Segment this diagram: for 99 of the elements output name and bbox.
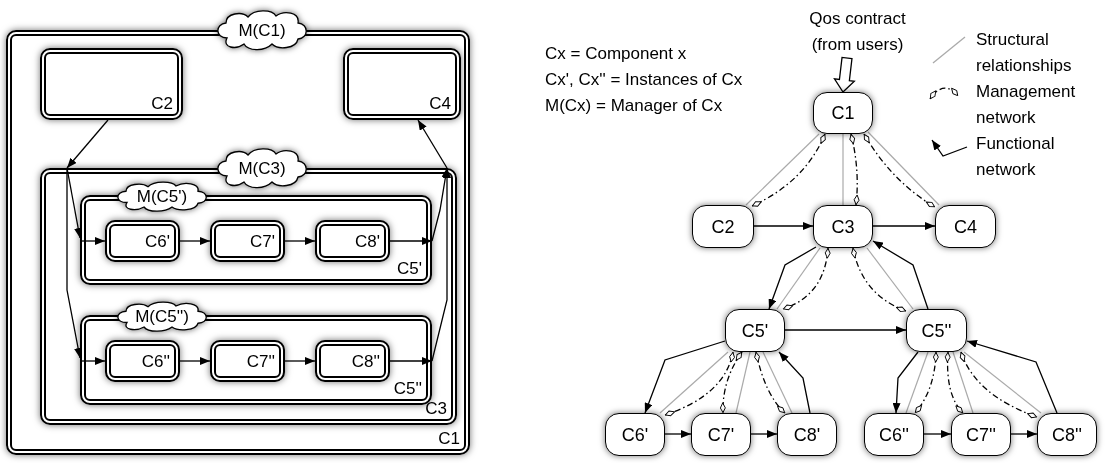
legend-text: Structural relationships <box>976 29 1073 77</box>
connector-line <box>659 351 729 414</box>
cloud-label: M(C1) <box>238 21 286 39</box>
arrow <box>417 119 448 169</box>
arrow <box>79 357 106 365</box>
arrow <box>389 357 433 365</box>
arrow <box>66 167 83 359</box>
management-link <box>782 247 831 310</box>
management-link <box>914 351 939 414</box>
connector-line <box>905 351 929 414</box>
block-arrow <box>833 56 856 93</box>
component-node <box>951 413 1011 456</box>
box-label: C5' <box>397 259 422 279</box>
box-label: C8'' <box>351 352 380 370</box>
connector-line <box>842 133 844 206</box>
node-label: C4 <box>954 217 977 236</box>
node-label: C1 <box>831 104 855 122</box>
arrow <box>923 430 952 438</box>
arrow <box>784 326 907 334</box>
node-label: C8'' <box>1052 425 1082 444</box>
connector-line <box>735 351 751 414</box>
node-label: C2 <box>711 217 735 236</box>
arrow <box>966 340 1058 414</box>
component-node <box>906 309 967 352</box>
node-label: C5' <box>741 321 769 340</box>
arrow <box>179 237 211 245</box>
box-label: C8' <box>355 232 380 250</box>
box-label: C3 <box>425 399 447 419</box>
arrow <box>66 119 109 169</box>
node-label: C8' <box>793 425 821 444</box>
arrow <box>750 430 778 438</box>
cloud-label: M(C5'') <box>135 308 189 325</box>
box-label: C6' <box>145 232 170 250</box>
component-box <box>315 220 390 262</box>
connector-line <box>762 351 793 414</box>
arrow <box>284 237 316 245</box>
cloud-label: M(C3) <box>238 159 286 177</box>
arrow <box>768 246 817 310</box>
box-label: C4 <box>429 94 451 114</box>
component-node <box>813 92 873 134</box>
box-label: C2 <box>151 94 173 114</box>
arrow <box>872 240 929 310</box>
arrow <box>79 237 106 245</box>
component-node <box>691 413 751 456</box>
component-node <box>1037 413 1097 456</box>
arrow <box>892 351 919 414</box>
component-node <box>864 413 924 456</box>
arrow <box>778 351 811 414</box>
box-label: C6'' <box>141 352 170 370</box>
component-box <box>105 340 180 382</box>
arrow <box>644 340 726 414</box>
definition-text: M(Cx) = Manager of Cx <box>545 95 724 117</box>
definition-text: Cx = Component x <box>545 43 688 65</box>
management-link <box>751 133 826 207</box>
legend-text: Functional network <box>976 133 1056 181</box>
node-label: C6' <box>621 425 649 444</box>
management-link <box>664 351 735 417</box>
arrow <box>284 357 316 365</box>
node-label: C7'' <box>966 425 996 444</box>
management-link <box>849 133 860 206</box>
cloud-label: M(C5') <box>136 188 188 205</box>
component-box <box>210 220 285 262</box>
connector-line <box>866 247 914 310</box>
component-node <box>725 309 785 352</box>
arrow <box>872 222 936 230</box>
node-label: C6'' <box>879 425 909 444</box>
node-label: C3 <box>831 217 855 236</box>
component-node <box>605 413 665 456</box>
management-link <box>851 247 907 312</box>
arrow <box>664 430 692 438</box>
component-box <box>315 340 390 382</box>
component-box <box>343 48 461 120</box>
node-label: C5'' <box>921 321 952 340</box>
box-label: C7'' <box>246 352 275 370</box>
component-box <box>40 48 183 120</box>
management-link <box>754 351 786 414</box>
arrow <box>431 167 451 362</box>
component-node <box>935 205 996 248</box>
definition-text: Cx', Cx'' = Instances of Cx <box>545 69 743 91</box>
node-label: C7' <box>707 425 735 444</box>
box-label: C5'' <box>393 379 422 399</box>
arrow <box>179 357 211 365</box>
component-box <box>210 340 285 382</box>
component-node <box>777 413 837 456</box>
component-box <box>105 220 180 262</box>
legend-text: Management network <box>976 81 1077 129</box>
management-link <box>944 351 964 414</box>
connector-line <box>776 247 821 310</box>
contract-label: Qos contract (from users) <box>808 8 907 56</box>
arrow <box>389 237 433 245</box>
arrow <box>753 222 814 230</box>
component-node <box>813 205 873 248</box>
component-node <box>692 205 754 248</box>
box-label: C7' <box>250 232 275 250</box>
arrow <box>1010 430 1038 438</box>
connector-line <box>745 133 820 206</box>
box-label: C1 <box>438 429 460 449</box>
management-link <box>720 351 743 414</box>
connector-line <box>952 351 974 414</box>
